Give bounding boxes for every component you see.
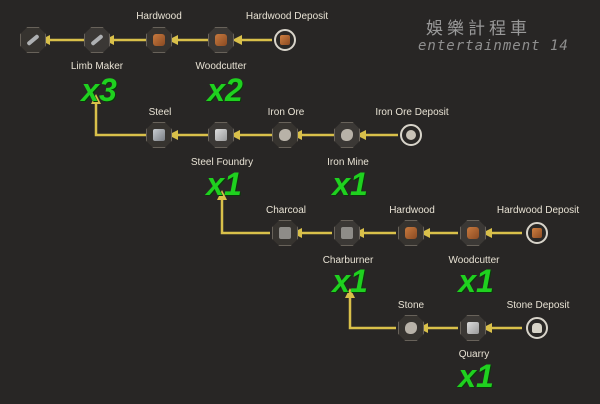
multiplier-quarry: x1	[458, 358, 494, 394]
wood-logs-icon[interactable]	[460, 220, 486, 246]
multiplier-woodcutter: x1	[458, 263, 494, 299]
hammer-icon[interactable]	[84, 27, 110, 53]
stone-block-icon[interactable]	[398, 315, 424, 341]
building-label-steel-foundry: Steel Foundry	[190, 157, 254, 168]
resource-label-charcoal: Charcoal	[265, 205, 307, 216]
connector	[345, 288, 396, 330]
connector	[91, 94, 146, 137]
building-label-woodcutter: Woodcutter	[448, 255, 500, 266]
steel-ingot-icon[interactable]	[146, 122, 172, 148]
stone-bucket-icon[interactable]	[526, 317, 548, 339]
watermark-title: 娛樂計程車	[426, 19, 531, 39]
crossbow-icon[interactable]	[20, 27, 46, 53]
tree-icon[interactable]	[274, 29, 296, 51]
multiplier-charburner: x1	[332, 263, 368, 299]
charcoal-pile-icon[interactable]	[334, 220, 360, 246]
building-label-quarry: Quarry	[458, 349, 490, 360]
hardwood-log-icon[interactable]	[146, 27, 172, 53]
ore-rock-icon[interactable]	[400, 124, 422, 146]
multiplier-iron-mine: x1	[332, 166, 368, 202]
anvil-icon[interactable]	[208, 122, 234, 148]
stone-pillar-icon[interactable]	[460, 315, 486, 341]
deposit-label-iron-ore: Iron Ore Deposit	[375, 107, 449, 118]
building-label-iron-mine: Iron Mine	[327, 157, 369, 168]
resource-label-iron-ore: Iron Ore	[267, 107, 305, 118]
ore-cart-icon[interactable]	[334, 122, 360, 148]
resource-label-hardwood: Hardwood	[389, 205, 435, 216]
resource-label-hardwood: Hardwood	[136, 11, 182, 22]
resource-label-steel: Steel	[148, 107, 172, 118]
watermark-subtitle: entertainment 14	[418, 38, 569, 54]
deposit-label-hardwood: Hardwood Deposit	[496, 205, 580, 216]
multiplier-limb-maker: x3	[81, 72, 117, 108]
multiplier-woodcutter: x2	[207, 72, 243, 108]
multiplier-steel-foundry: x1	[206, 166, 242, 202]
hardwood-log-icon[interactable]	[398, 220, 424, 246]
deposit-label-hardwood: Hardwood Deposit	[245, 11, 329, 22]
building-label-woodcutter: Woodcutter	[195, 61, 247, 72]
building-label-charburner: Charburner	[322, 255, 374, 266]
wood-logs-icon[interactable]	[208, 27, 234, 53]
charcoal-icon[interactable]	[272, 220, 298, 246]
iron-ore-icon[interactable]	[272, 122, 298, 148]
resource-label-stone: Stone	[397, 300, 425, 311]
deposit-label-stone: Stone Deposit	[506, 300, 570, 311]
tree-icon[interactable]	[526, 222, 548, 244]
building-label-limb-maker: Limb Maker	[70, 61, 124, 72]
connector	[217, 190, 270, 235]
